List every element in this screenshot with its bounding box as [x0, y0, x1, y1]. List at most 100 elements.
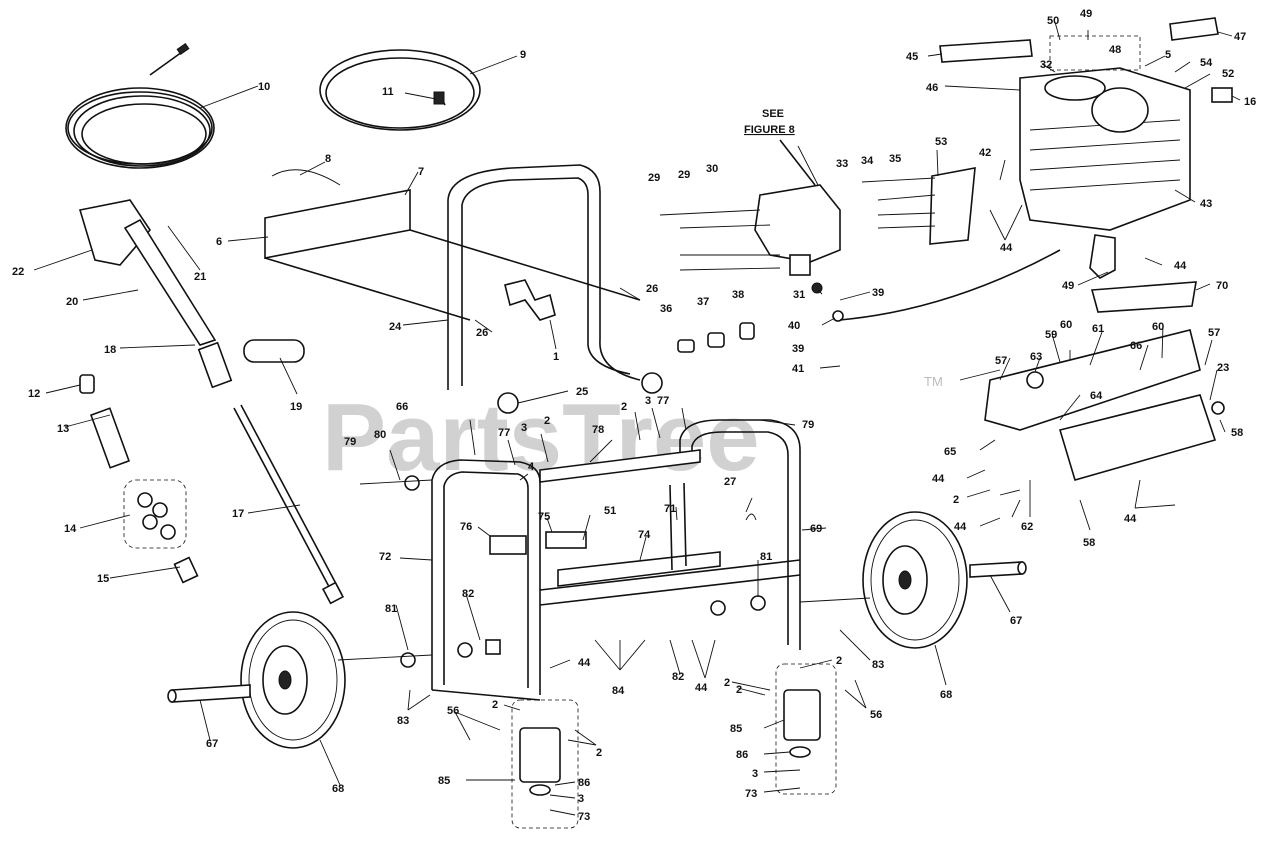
label-76: 76 [460, 521, 472, 533]
label-22: 22 [12, 266, 24, 278]
label-13: 13 [57, 423, 69, 435]
label-56b: 56 [870, 709, 882, 721]
label-41: 41 [792, 363, 804, 375]
label-70: 70 [1216, 280, 1228, 292]
label-57a: 57 [995, 355, 1007, 367]
label-7: 7 [418, 166, 424, 178]
label-63: 63 [1030, 351, 1042, 363]
label-80: 80 [374, 429, 386, 441]
label-44g: 44 [695, 682, 708, 694]
pump-fittings [677, 310, 844, 353]
right-foot-assembly [775, 663, 837, 795]
spray-gun [78, 199, 233, 389]
label-45: 45 [906, 51, 918, 63]
label-66a: 66 [1130, 340, 1142, 352]
label-3a: 3 [521, 422, 527, 434]
label-43: 43 [1200, 198, 1212, 210]
label-77a: 77 [498, 427, 510, 439]
label-9: 9 [520, 49, 526, 61]
left-foot-assembly [511, 699, 579, 829]
label-58a: 58 [1231, 427, 1243, 439]
label-84: 84 [612, 685, 625, 697]
detergent-tube [243, 339, 305, 363]
label-5: 5 [1165, 49, 1171, 61]
label-82a: 82 [462, 588, 474, 600]
label-6: 6 [216, 236, 222, 248]
label-79a: 79 [344, 436, 356, 448]
label-2b: 2 [544, 415, 550, 427]
label-12: 12 [28, 388, 40, 400]
label-79b: 79 [802, 419, 814, 431]
label-31: 31 [793, 289, 805, 301]
left-axle [167, 684, 251, 703]
label-85b: 85 [730, 723, 742, 735]
label-65: 65 [944, 446, 956, 458]
label-8: 8 [325, 153, 331, 165]
extension-hose-coil [319, 49, 481, 131]
label-74: 74 [638, 529, 651, 541]
watermark-trademark: TM [924, 374, 943, 389]
label-29b: 29 [678, 169, 690, 181]
callout-figure: FIGURE 8 [744, 124, 795, 136]
spray-wand [233, 404, 345, 605]
label-44f: 44 [578, 657, 591, 669]
label-59: 59 [1045, 329, 1057, 341]
label-68b: 68 [332, 783, 344, 795]
right-axle [969, 561, 1027, 578]
throttle-cable [839, 249, 1197, 321]
label-27: 27 [724, 476, 736, 488]
label-23: 23 [1217, 362, 1229, 374]
hose-hanger-bracket [264, 169, 641, 321]
label-67b: 67 [206, 738, 218, 750]
label-2d: 2 [836, 655, 842, 667]
label-56a: 56 [447, 705, 459, 717]
label-2f: 2 [596, 747, 602, 759]
label-72: 72 [379, 551, 391, 563]
label-39a: 39 [872, 287, 884, 299]
label-14: 14 [64, 523, 77, 535]
label-36: 36 [660, 303, 672, 315]
label-29a: 29 [648, 172, 660, 184]
label-3b: 3 [645, 395, 651, 407]
label-37: 37 [697, 296, 709, 308]
label-57b: 57 [1208, 327, 1220, 339]
label-50: 50 [1047, 15, 1059, 27]
label-73b: 73 [745, 788, 757, 800]
label-18: 18 [104, 344, 116, 356]
label-2e: 2 [492, 699, 498, 711]
label-68a: 68 [940, 689, 952, 701]
label-10: 10 [258, 81, 270, 93]
label-30: 30 [706, 163, 718, 175]
label-48: 48 [1109, 44, 1121, 56]
engine [1019, 67, 1233, 279]
label-2c: 2 [621, 401, 627, 413]
label-86a: 86 [578, 777, 590, 789]
label-38: 38 [732, 289, 744, 301]
label-58b: 58 [1083, 537, 1095, 549]
label-32: 32 [1040, 59, 1052, 71]
label-24: 24 [389, 321, 402, 333]
label-73a: 73 [578, 811, 590, 823]
label-71: 71 [664, 503, 676, 515]
label-11: 11 [382, 86, 394, 98]
label-44d: 44 [954, 521, 967, 533]
label-44c: 44 [932, 473, 945, 485]
label-1: 1 [553, 351, 559, 363]
left-wheel [240, 611, 433, 749]
label-49b: 49 [1080, 8, 1092, 20]
main-frame [400, 419, 801, 701]
pump-assembly [659, 139, 841, 294]
engine-base-plate [959, 329, 1225, 496]
label-52: 52 [1222, 68, 1234, 80]
label-2a: 2 [953, 494, 959, 506]
label-25: 25 [576, 386, 588, 398]
label-15: 15 [97, 573, 109, 585]
label-19: 19 [290, 401, 302, 413]
label-61: 61 [1092, 323, 1104, 335]
label-40: 40 [788, 320, 800, 332]
label-44a: 44 [1000, 242, 1013, 254]
label-20: 20 [66, 296, 78, 308]
label-69: 69 [810, 523, 822, 535]
label-83b: 83 [397, 715, 409, 727]
